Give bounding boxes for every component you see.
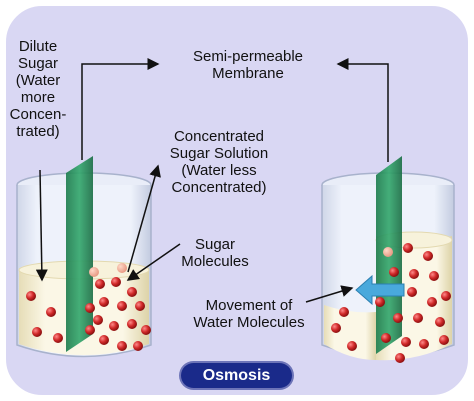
dilute-line-6: trated) — [16, 123, 60, 140]
sugar-molecule — [117, 341, 127, 351]
dilute-line-3: (Water — [15, 72, 61, 89]
dilute-leader — [35, 169, 48, 282]
sugar-molecule — [407, 287, 417, 297]
movement-leader — [305, 285, 354, 303]
sugar-molecule — [99, 335, 109, 345]
concentrated-label: Concentrated Sugar Solution (Water less … — [154, 128, 284, 196]
concentrated-line-2: Sugar Solution — [169, 145, 269, 162]
movement-line-2: Water Molecules — [193, 314, 305, 331]
concentrated-line-3: (Water less — [181, 162, 257, 179]
left-membrane — [66, 156, 93, 352]
sugar-molecule — [409, 269, 419, 279]
membrane-line-1: Semi-permeable — [192, 48, 304, 65]
dilute-line-4: more — [20, 89, 56, 106]
sugar-molecule — [53, 333, 63, 343]
sugar-line-1: Sugar — [194, 236, 236, 253]
osmosis-caption: Osmosis — [181, 363, 292, 388]
sugar-molecule — [127, 319, 137, 329]
sugar-molecule — [401, 337, 411, 347]
sugar-molecule — [347, 341, 357, 351]
water-movement-label: Movement of Water Molecules — [180, 297, 318, 331]
movement-line-1: Movement of — [205, 297, 293, 314]
concentrated-line-4: Concentrated) — [171, 179, 267, 196]
sugar-molecule — [375, 297, 385, 307]
sugar-molecule — [117, 301, 127, 311]
left-beaker — [16, 156, 152, 358]
sugar-molecule — [109, 321, 119, 331]
sugar-molecule — [383, 247, 393, 257]
right-beaker-solution-left — [324, 305, 376, 360]
sugar-molecule — [441, 291, 451, 301]
sugar-molecule — [46, 307, 56, 317]
dilute-line-5: Concen- — [9, 106, 67, 123]
sugar-molecule — [32, 327, 42, 337]
sugar-molecule — [339, 307, 349, 317]
sugar-molecules-group — [26, 243, 451, 363]
sugar-molecule — [111, 277, 121, 287]
dilute-sugar-label: Dilute Sugar (Water more Concen- trated) — [2, 38, 74, 140]
sugar-molecule — [403, 243, 413, 253]
sugar-molecule — [141, 325, 151, 335]
sugar-molecule — [133, 341, 143, 351]
leader-lines — [35, 58, 389, 303]
right-beaker — [321, 156, 455, 361]
sugar-molecule — [439, 335, 449, 345]
concentrated-line-1: Concentrated — [173, 128, 265, 145]
sugar-molecule — [85, 303, 95, 313]
sugar-molecule — [117, 263, 127, 273]
dilute-line-1: Dilute — [18, 38, 58, 55]
sugar-molecule — [93, 315, 103, 325]
concentrated-leader — [127, 164, 161, 273]
water-movement-arrow — [355, 274, 405, 306]
sugar-molecule — [429, 271, 439, 281]
sugar-molecule — [423, 251, 433, 261]
dilute-line-2: Sugar — [17, 55, 59, 72]
sugar-line-2: Molecules — [181, 253, 249, 270]
sugar-molecule — [26, 291, 36, 301]
sugar-molecule — [99, 297, 109, 307]
sugar-molecule — [89, 267, 99, 277]
sugar-molecule — [127, 287, 137, 297]
sugar-molecule — [413, 313, 423, 323]
sugar-molecule — [435, 317, 445, 327]
membrane-line-2: Membrane — [212, 65, 284, 82]
sugar-molecule — [395, 353, 405, 363]
membrane-leader-right — [336, 58, 389, 162]
sugar-molecule — [427, 297, 437, 307]
sugar-molecule — [393, 313, 403, 323]
sugar-molecule — [389, 267, 399, 277]
sugar-molecule — [95, 279, 105, 289]
sugar-molecule — [85, 325, 95, 335]
sugar-molecule — [381, 333, 391, 343]
membrane-leader-left — [81, 58, 160, 160]
sugar-leader — [126, 243, 181, 281]
membrane-label: Semi-permeable Membrane — [160, 48, 336, 82]
sugar-molecule — [135, 301, 145, 311]
sugar-molecule — [419, 339, 429, 349]
sugar-molecules-label: Sugar Molecules — [170, 236, 260, 270]
sugar-molecule — [331, 323, 341, 333]
